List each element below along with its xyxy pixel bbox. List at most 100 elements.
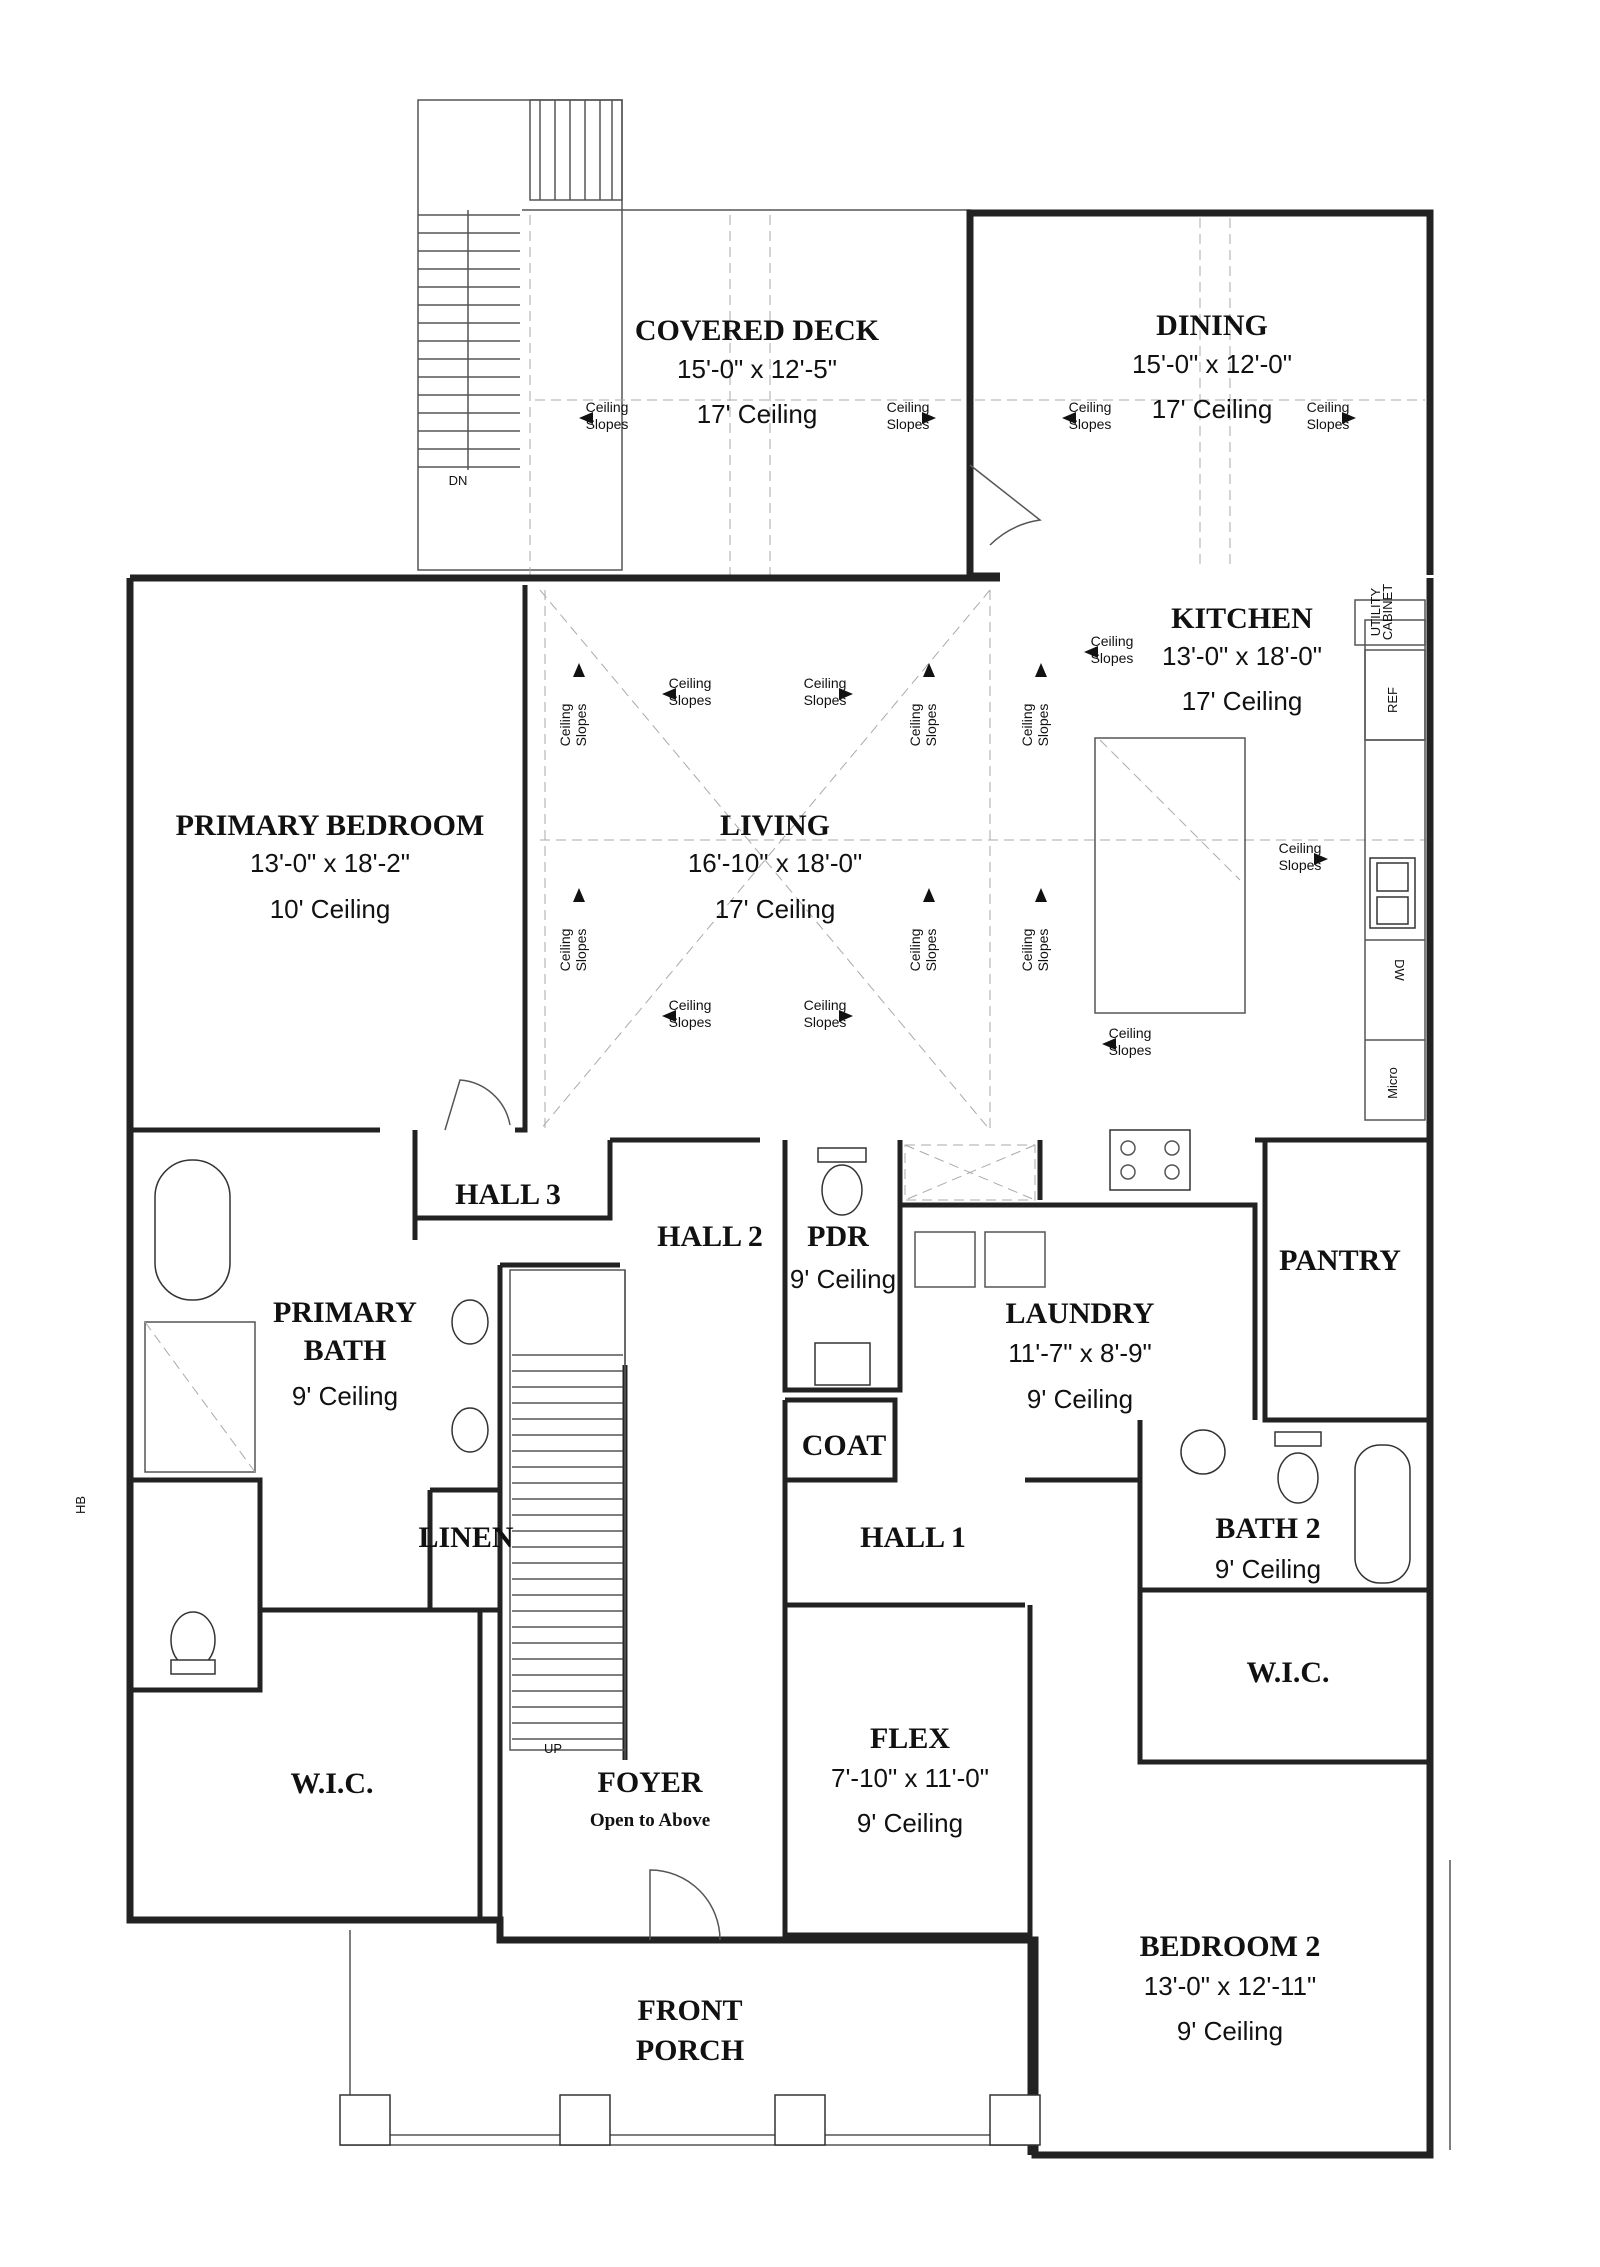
linen-name: LINEN <box>418 1521 513 1554</box>
wic-bed2-name: W.I.C. <box>1246 1656 1329 1689</box>
utility-label: UTILITY <box>1368 587 1383 636</box>
ceiling-slope-text: Slopes <box>573 704 589 747</box>
ceiling-slope-text: Ceiling <box>557 704 573 747</box>
ceiling-slope-text: Ceiling <box>907 704 923 747</box>
hose-bib-label: HB <box>73 1496 88 1514</box>
primary-bath-name-1: PRIMARY <box>273 1296 417 1329</box>
ceiling-slope-text: Slopes <box>1109 1042 1152 1058</box>
ceiling-slope-text: Ceiling <box>804 675 847 691</box>
ceiling-slope-text: Slopes <box>1035 704 1051 747</box>
slope-arrow-icon <box>922 412 936 424</box>
ceiling-slope-text: Slopes <box>923 704 939 747</box>
living-ceiling: 17' Ceiling <box>715 894 836 924</box>
ceiling-slope-text: Ceiling <box>1069 399 1112 415</box>
slope-arrow-icon <box>662 1010 676 1022</box>
slope-arrow-icon <box>1035 888 1047 902</box>
primary-bath-ceiling: 9' Ceiling <box>292 1381 398 1411</box>
covered-deck-name: COVERED DECK <box>635 314 880 347</box>
ceiling-slope-text: Ceiling <box>907 929 923 972</box>
ceiling-slope-text: Ceiling <box>804 997 847 1013</box>
dw-label: DW <box>1392 959 1407 981</box>
ceiling-slope-text: Slopes <box>669 1014 712 1030</box>
pantry-name: PANTRY <box>1279 1244 1401 1277</box>
ref-label: REF <box>1385 687 1400 713</box>
ceiling-slope-text: Slopes <box>586 416 629 432</box>
slope-arrow-icon <box>923 663 935 677</box>
slope-arrow-icon <box>839 1010 853 1022</box>
pdr-ceiling: 9' Ceiling <box>790 1264 896 1294</box>
foyer-note: Open to Above <box>590 1810 710 1831</box>
cabinet-label: CABINET <box>1380 584 1395 640</box>
kitchen-ceiling: 17' Ceiling <box>1182 686 1303 716</box>
flex-dims: 7'-10" x 11'-0" <box>831 1763 989 1793</box>
front-porch-name-2: PORCH <box>636 2034 744 2067</box>
ceiling-slope-text: Ceiling <box>887 399 930 415</box>
living-kitchen-area: REF DW Micro UTILITY CABINET <box>539 584 1426 1191</box>
ceiling-slope-text: Slopes <box>1069 416 1112 432</box>
stair-up-label: UP <box>544 1741 562 1756</box>
slope-arrow-icon <box>1062 412 1076 424</box>
micro-label: Micro <box>1385 1067 1400 1099</box>
slope-arrow-icon <box>1102 1038 1116 1050</box>
slope-arrow-icon <box>839 688 853 700</box>
dining-walls <box>966 209 1434 578</box>
dining-ceiling: 17' Ceiling <box>1152 394 1273 424</box>
main-stair: UP <box>509 1269 626 1760</box>
slope-arrow-icon <box>1035 663 1047 677</box>
covered-deck-dims: 15'-0" x 12'-5" <box>677 354 837 384</box>
ceiling-slope-text: Ceiling <box>1307 399 1350 415</box>
fixtures <box>144 1144 1411 1941</box>
bedroom2-dims: 13'-0" x 12'-11" <box>1144 1971 1316 2001</box>
primary-bath-name-2: BATH <box>304 1334 387 1367</box>
bedroom2-name: BEDROOM 2 <box>1140 1930 1321 1963</box>
ceiling-slope-text: Ceiling <box>1109 1025 1152 1041</box>
dining-dims: 15'-0" x 12'-0" <box>1132 349 1292 379</box>
slope-arrow-icon <box>579 412 593 424</box>
ceiling-slope-notes: CeilingSlopesCeilingSlopesCeilingSlopesC… <box>557 399 1356 1058</box>
ceiling-slope-text: Slopes <box>1307 416 1350 432</box>
flex-ceiling: 9' Ceiling <box>857 1808 963 1838</box>
primary-bedroom-name: PRIMARY BEDROOM <box>176 809 485 842</box>
slope-arrow-icon <box>573 663 585 677</box>
living-dims: 16'-10" x 18'-0" <box>688 848 862 878</box>
laundry-name: LAUNDRY <box>1006 1297 1155 1330</box>
slope-arrow-icon <box>1084 646 1098 658</box>
ceiling-slope-text: Slopes <box>573 929 589 972</box>
front-porch <box>339 1860 1451 2150</box>
ceiling-slope-text: Ceiling <box>1091 633 1134 649</box>
hall2-name: HALL 2 <box>657 1220 763 1253</box>
wic-primary-name: W.I.C. <box>290 1767 373 1800</box>
ceiling-slope-text: Slopes <box>804 692 847 708</box>
primary-bedroom-ceiling: 10' Ceiling <box>270 894 391 924</box>
primary-bedroom-walls <box>130 585 528 1133</box>
bedroom2-ceiling: 9' Ceiling <box>1177 2016 1283 2046</box>
covered-deck-outline <box>522 209 971 579</box>
interior-walls <box>130 1130 1430 2155</box>
slope-arrow-icon <box>573 888 585 902</box>
ceiling-slope-text: Slopes <box>1279 857 1322 873</box>
slope-arrow-icon <box>1314 853 1328 865</box>
bath2-name: BATH 2 <box>1215 1512 1320 1545</box>
slope-arrow-icon <box>662 688 676 700</box>
ceiling-slope-text: Ceiling <box>669 997 712 1013</box>
flex-name: FLEX <box>870 1722 950 1755</box>
hall1-name: HALL 1 <box>860 1521 966 1554</box>
ceiling-slope-text: Slopes <box>1091 650 1134 666</box>
front-porch-name-1: FRONT <box>638 1994 743 2027</box>
primary-bedroom-dims: 13'-0" x 18'-2" <box>250 848 410 878</box>
ceiling-slope-text: Ceiling <box>1019 929 1035 972</box>
kitchen-name: KITCHEN <box>1171 602 1313 635</box>
